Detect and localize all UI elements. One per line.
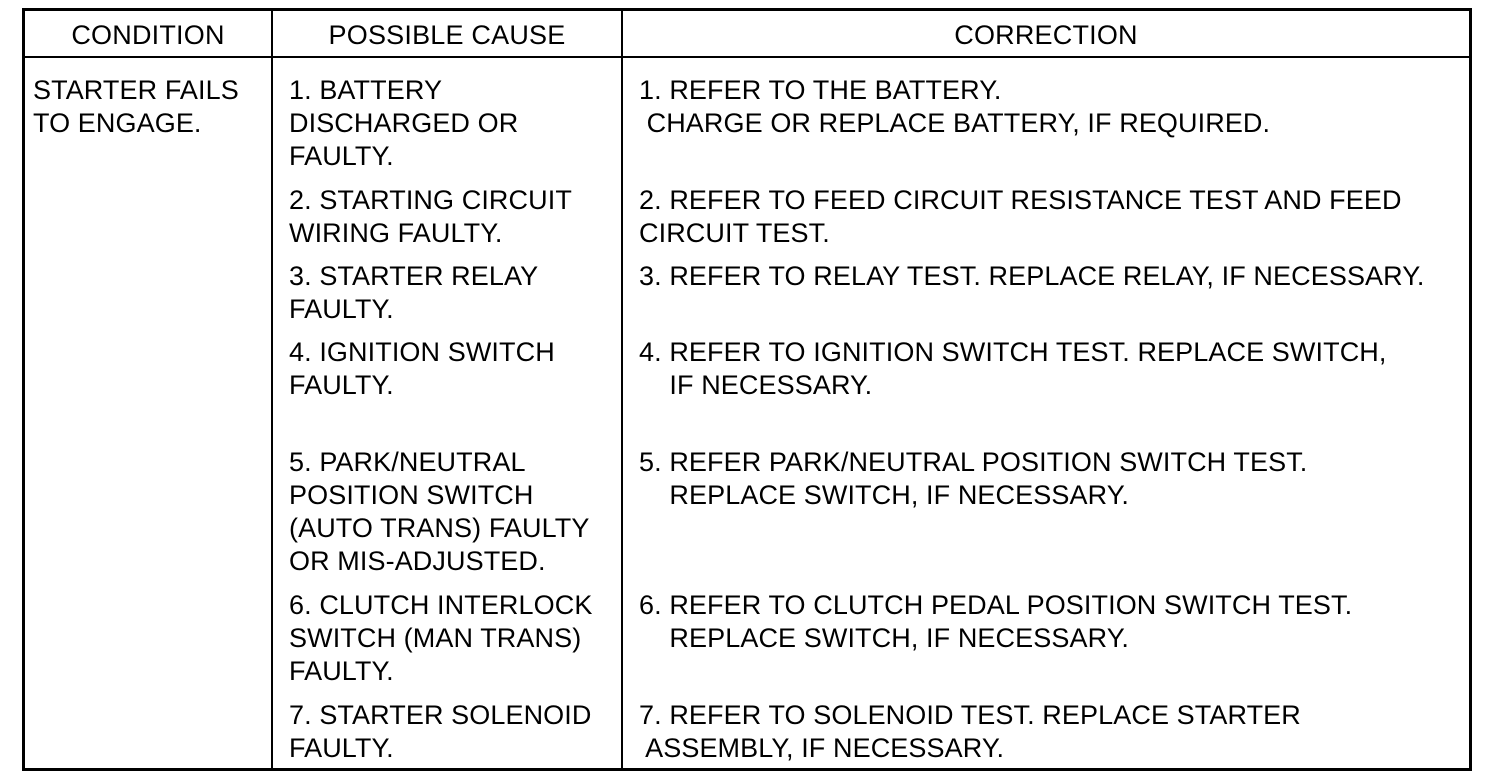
header-possible-cause: POSSIBLE CAUSE bbox=[328, 20, 566, 50]
cause-6: 6. CLUTCH INTERLOCK SWITCH (MAN TRANS) F… bbox=[289, 590, 593, 686]
correction-7: 7. REFER TO SOLENOID TEST. REPLACE START… bbox=[639, 700, 1301, 763]
header-condition: CONDITION bbox=[71, 20, 225, 50]
correction-1: 1. REFER TO THE BATTERY. CHARGE OR REPLA… bbox=[639, 75, 1271, 138]
correction-6: 6. REFER TO CLUTCH PEDAL POSITION SWITCH… bbox=[639, 590, 1353, 653]
cause-7: 7. STARTER SOLENOID FAULTY. bbox=[289, 700, 592, 763]
diagnosis-table: CONDITION POSSIBLE CAUSE CORRECTION STAR… bbox=[22, 8, 1472, 771]
cause-1: 1. BATTERY DISCHARGED OR FAULTY. bbox=[289, 75, 519, 171]
cause-5: 5. PARK/NEUTRAL POSITION SWITCH (AUTO TR… bbox=[289, 447, 590, 576]
correction-5: 5. REFER PARK/NEUTRAL POSITION SWITCH TE… bbox=[639, 447, 1308, 510]
correction-3: 3. REFER TO RELAY TEST. REPLACE RELAY, I… bbox=[639, 261, 1425, 291]
condition-text: STARTER FAILS TO ENGAGE. bbox=[33, 75, 239, 138]
cause-4: 4. IGNITION SWITCH FAULTY. bbox=[289, 337, 555, 400]
correction-4: 4. REFER TO IGNITION SWITCH TEST. REPLAC… bbox=[639, 337, 1387, 400]
cause-3: 3. STARTER RELAY FAULTY. bbox=[289, 261, 539, 324]
cause-2: 2. STARTING CIRCUIT WIRING FAULTY. bbox=[289, 185, 572, 248]
correction-2: 2. REFER TO FEED CIRCUIT RESISTANCE TEST… bbox=[639, 185, 1402, 248]
column-divider bbox=[621, 11, 623, 768]
column-divider bbox=[271, 11, 273, 768]
header-divider bbox=[25, 56, 1469, 58]
header-correction: CORRECTION bbox=[954, 20, 1138, 50]
